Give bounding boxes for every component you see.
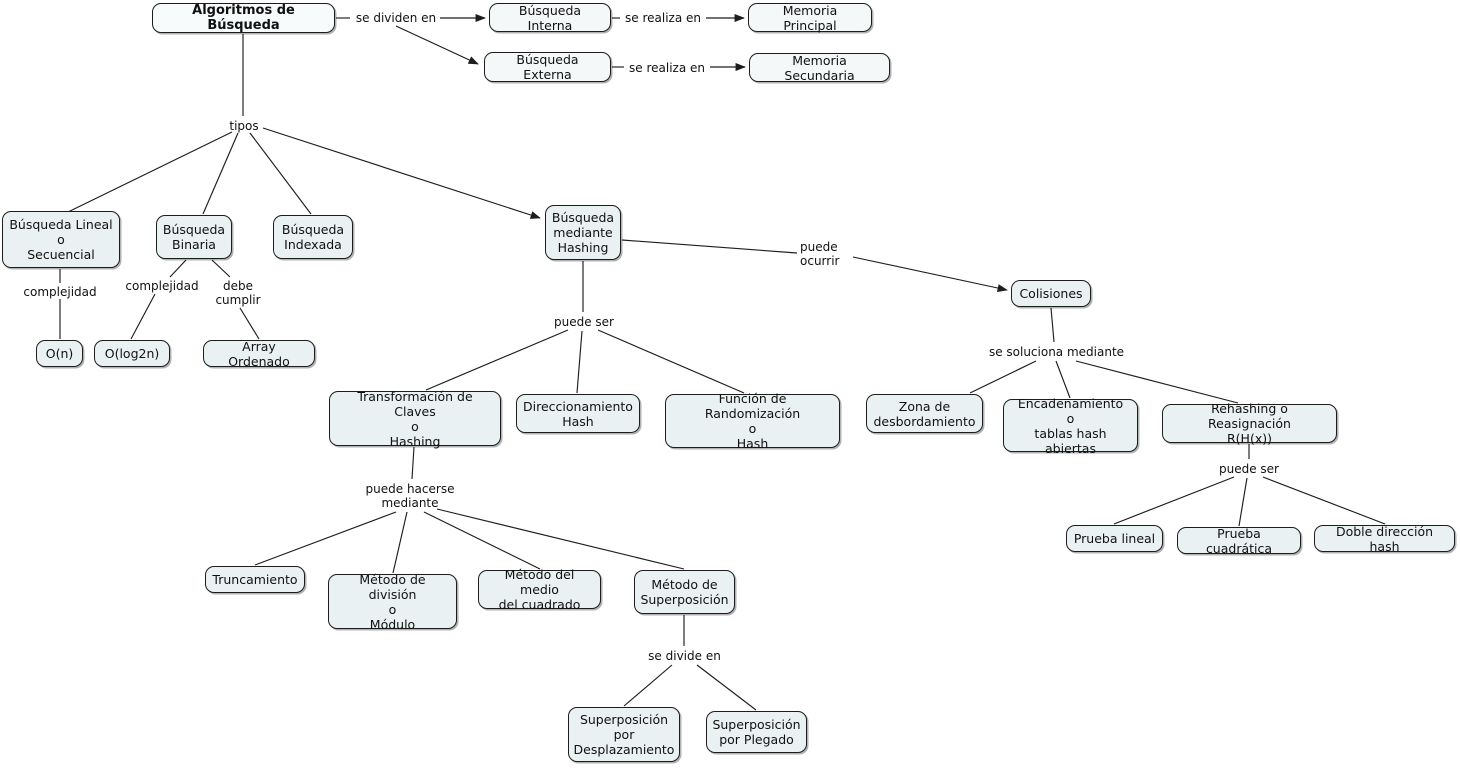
edge-ll-hacerse-to-superp [436, 508, 685, 570]
edge-colisiones-to-ll-solucion [1050, 307, 1055, 343]
edge-ll-divideen-to-superppleg [696, 664, 757, 711]
concept-node-pruebacuad[interactable]: Prueba cuadrática [1177, 526, 1301, 556]
edge-ll-puedeser1-to-transf [425, 329, 569, 391]
concept-node-encad[interactable]: Encadenamiento o tablas hash abiertas [1003, 396, 1138, 456]
edge-ll-tipos-to-hashing [262, 127, 541, 219]
link-label-ll-realiza1: se realiza en [625, 11, 701, 25]
concept-node-hashing[interactable]: Búsqueda mediante Hashing [545, 205, 621, 260]
link-label-ll-dividen: se dividen en [355, 11, 437, 25]
edge-ll-puedeser1-to-randfn [597, 329, 745, 394]
concept-node-rehash[interactable]: Rehashing o Reasignación R(H(x)) [1162, 401, 1337, 446]
edge-ll-tipos-to-binaria [202, 132, 239, 215]
edge-ll-puedeser1-to-direcc [576, 330, 583, 394]
concept-node-randfn[interactable]: Función de Randomización o Hash [665, 391, 840, 451]
link-label-ll-puedeser2: puede ser [1219, 462, 1279, 476]
edge-ll-hacerse-to-division [392, 511, 408, 574]
link-label-ll-divideen: se divide en [648, 649, 721, 663]
concept-node-ologn[interactable]: O(log2n) [94, 340, 170, 367]
edge-ll-debecumpl-to-arrayord [239, 307, 260, 340]
concept-node-on[interactable]: O(n) [36, 340, 83, 367]
concept-node-transf[interactable]: Transformación de Claves o Hashing [329, 389, 501, 449]
edge-ll-solucion-to-encad [1055, 360, 1071, 399]
link-label-ll-complej1: complejidad [23, 285, 97, 299]
concept-node-binaria[interactable]: Búsqueda Binaria [156, 215, 232, 259]
edge-binaria-to-ll-debecumpl [211, 259, 231, 278]
link-label-ll-solucion: se soluciona mediante [988, 345, 1125, 359]
concept-node-superppleg[interactable]: Superposición por Plegado [706, 711, 807, 753]
edge-ll-puedeser2-to-pruebalin [1113, 476, 1235, 525]
concept-node-division[interactable]: Método de división o Módulo [328, 572, 457, 632]
link-label-ll-puedeocur: puede ocurrir [800, 240, 840, 268]
edge-ll-divideen-to-superpdesp [623, 664, 673, 707]
concept-node-medcuad[interactable]: Método del medio del cuadrado [478, 567, 601, 612]
edge-ll-puedeser2-to-pruebacuad [1238, 477, 1248, 527]
concept-node-root[interactable]: Algoritmos de Búsqueda [152, 3, 335, 33]
concept-node-interna[interactable]: Búsqueda Interna [489, 3, 611, 33]
concept-node-superp[interactable]: Método de Superposición [634, 570, 735, 614]
concept-node-superpdesp[interactable]: Superposición por Desplazamiento [568, 707, 680, 762]
concept-node-lineal[interactable]: Búsqueda Lineal o Secuencial [2, 211, 120, 268]
edge-ll-hacerse-to-medcuad [423, 511, 541, 570]
concept-node-direcc[interactable]: Direccionamiento Hash [516, 394, 640, 433]
edge-ll-dividen-to-externa [395, 25, 479, 65]
link-label-ll-complej2: complejidad [125, 279, 199, 293]
concept-node-arrayord[interactable]: Array Ordenado [203, 339, 315, 369]
concept-node-externa[interactable]: Búsqueda Externa [484, 52, 611, 82]
link-label-ll-debecumpl: debe cumplir [215, 279, 261, 307]
edge-ll-puedeser2-to-doblehash [1262, 476, 1386, 525]
edge-ll-tipos-to-lineal [67, 131, 233, 213]
edge-binaria-to-ll-complej2 [169, 259, 187, 278]
concept-node-trunc[interactable]: Truncamiento [205, 566, 305, 593]
concept-node-zona[interactable]: Zona de desbordamiento [866, 394, 983, 433]
link-label-ll-tipos: tipos [229, 119, 259, 133]
concept-node-memprin[interactable]: Memoria Principal [748, 3, 872, 33]
concept-node-colisiones[interactable]: Colisiones [1011, 280, 1091, 307]
edges [59, 13, 1386, 711]
link-label-ll-puedeser1: puede ser [554, 315, 614, 329]
link-label-ll-realiza2: se realiza en [629, 61, 705, 75]
edge-ll-complej2-to-ologn [130, 293, 156, 340]
edge-hashing-to-ll-puedeocur [621, 239, 798, 254]
edge-ll-hacerse-to-trunc [254, 511, 397, 566]
edge-ll-puedeocur-to-colisiones [852, 256, 1008, 292]
concept-node-indexada[interactable]: Búsqueda Indexada [273, 215, 353, 259]
concept-node-pruebalin[interactable]: Prueba lineal [1066, 525, 1163, 552]
edge-ll-solucion-to-zona [969, 360, 1037, 394]
link-label-ll-hacerse: puede hacerse mediante [365, 482, 455, 510]
concept-node-memsec[interactable]: Memoria Secundaria [749, 53, 890, 83]
concept-node-doblehash[interactable]: Doble dirección hash [1314, 524, 1455, 554]
edge-transf-to-ll-hacerse [411, 446, 415, 480]
edge-ll-solucion-to-rehash [1075, 360, 1239, 404]
edge-ll-tipos-to-indexada [249, 132, 312, 215]
